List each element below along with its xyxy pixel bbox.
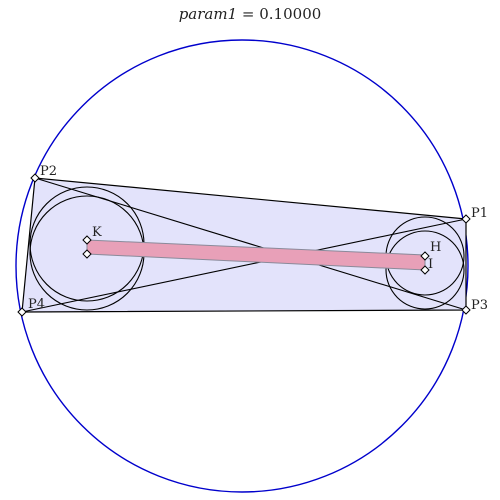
point-marker-i[interactable] — [420, 265, 430, 275]
label-p2: P2 — [40, 164, 57, 179]
point-marker-k2[interactable] — [82, 249, 92, 259]
label-h: H — [430, 240, 441, 255]
parameter-name: param1 — [179, 5, 237, 23]
vertex-markers — [17, 173, 471, 317]
circumcircle — [15, 39, 469, 493]
parameter-readout: param1 = 0.10000 — [179, 5, 322, 23]
diagonal-p2-p3 — [34, 177, 467, 311]
incircle-right-inner — [385, 230, 465, 310]
point-marker-h[interactable] — [420, 251, 430, 261]
label-i: I — [428, 257, 433, 272]
point-marker-p2[interactable] — [30, 173, 40, 183]
point-marker-k[interactable] — [82, 235, 92, 245]
point-marker-p1[interactable] — [461, 214, 471, 224]
label-k: K — [92, 225, 102, 240]
label-p1: P1 — [471, 206, 488, 221]
parameter-value: 0.10000 — [259, 5, 321, 23]
point-marker-p4[interactable] — [17, 307, 27, 317]
parameter-equals: = — [237, 5, 259, 23]
point-marker-p3[interactable] — [461, 305, 471, 315]
label-p3: P3 — [471, 298, 488, 313]
label-p4: P4 — [28, 297, 45, 312]
